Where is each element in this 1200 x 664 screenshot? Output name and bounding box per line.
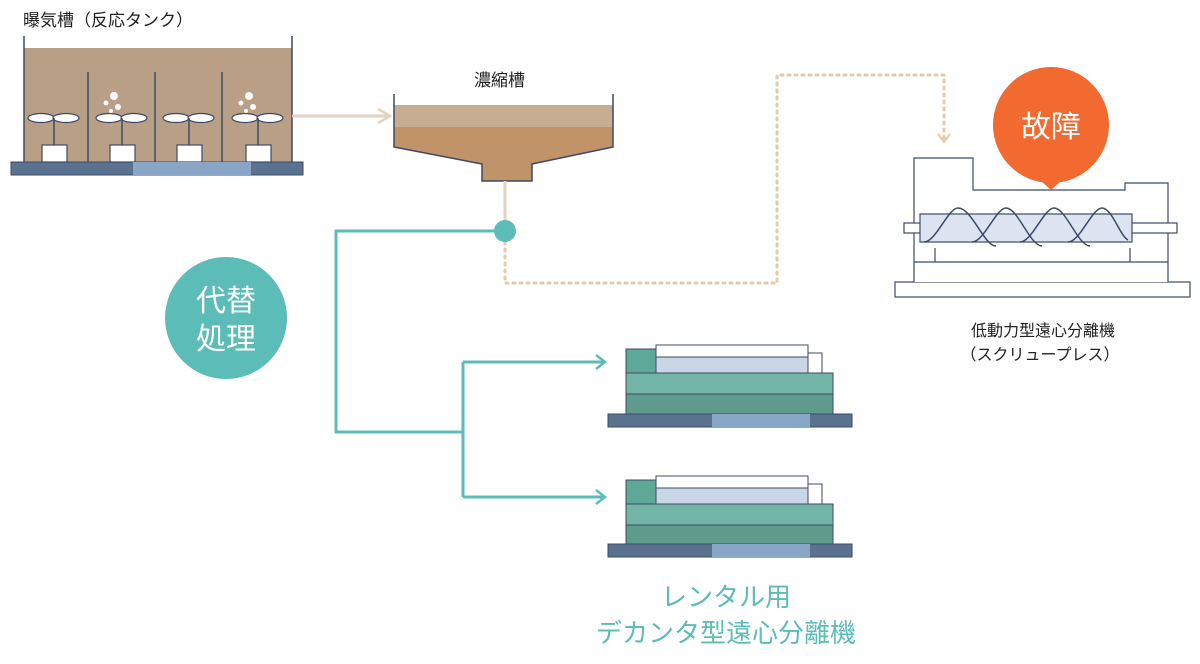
screw-flights — [923, 207, 1129, 247]
alternative-treatment-badge: 代替 処理 — [165, 257, 287, 379]
thickener-label: 濃縮槽 — [474, 71, 525, 91]
rental-label-line1: レンタル用 — [661, 583, 791, 613]
flow-arrow — [292, 107, 393, 125]
alternative-route — [334, 229, 608, 505]
dotted-route — [503, 73, 946, 285]
screw-press-label-line1: 低動力型遠心分離機 — [971, 321, 1115, 340]
aerator-unit — [27, 112, 80, 163]
screw-press-label-line2: （スクリュープレス） — [960, 345, 1119, 364]
thickener-tank: 濃縮槽 — [393, 71, 614, 182]
aeration-tank-label: 曝気槽（反応タンク） — [23, 11, 193, 31]
alternative-badge-line2: 処理 — [196, 322, 256, 357]
decanter-centrifuge — [607, 344, 853, 428]
aerator-unit — [95, 112, 148, 163]
fault-badge-text: 故障 — [1021, 110, 1081, 145]
alternative-badge-line1: 代替 — [196, 284, 256, 319]
junction-node — [494, 220, 516, 242]
decanter-centrifuge — [607, 475, 853, 558]
dotted-arrowhead — [937, 133, 951, 144]
screw-press-machine: 低動力型遠心分離機 （スクリュープレス） — [894, 157, 1191, 364]
aeration-tank-liquid — [24, 48, 292, 162]
aerator-unit — [231, 112, 284, 163]
air-bubbles — [103, 92, 256, 113]
fault-badge: 故障 — [993, 67, 1109, 190]
aeration-tank: 曝気槽（反応タンク） — [10, 11, 304, 176]
rental-label-line2: デカンタ型遠心分離機 — [596, 619, 856, 649]
